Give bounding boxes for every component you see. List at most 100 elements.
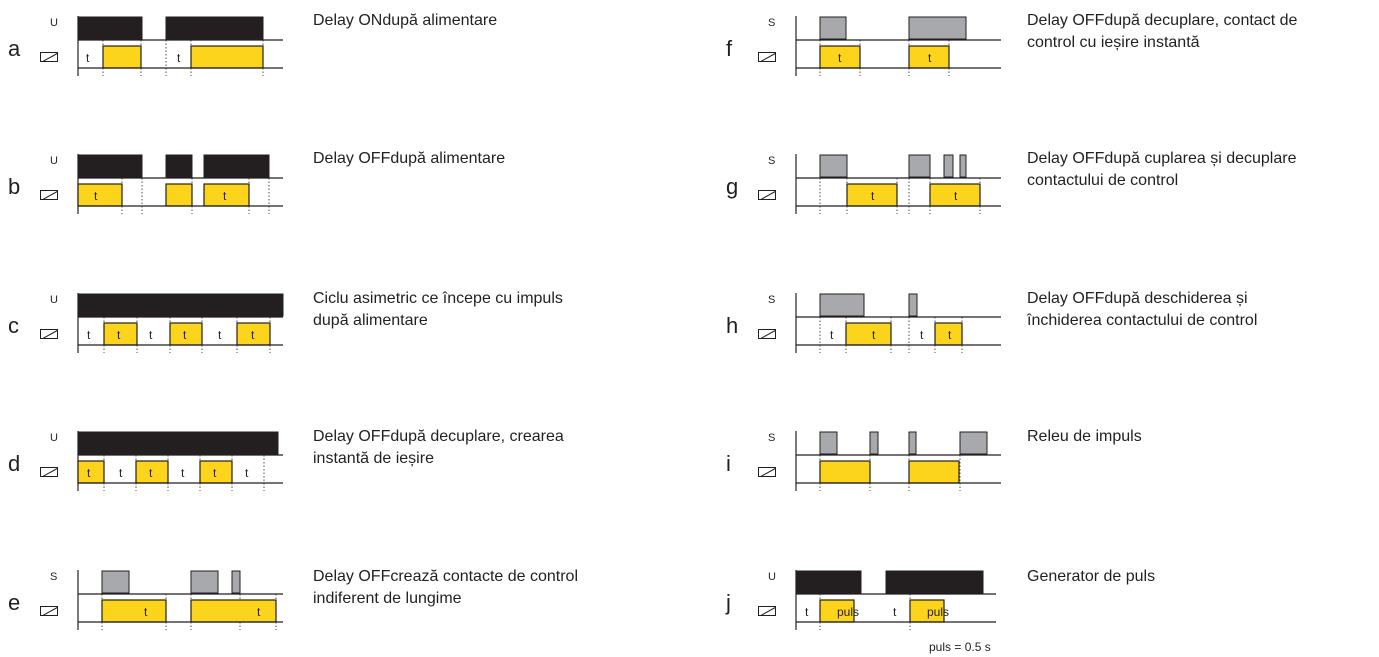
input-signal-label: S (50, 571, 58, 583)
time-label: t (893, 605, 897, 619)
output-relay-bar (819, 460, 871, 484)
time-label: t (144, 605, 148, 619)
function-description-b: Delay OFFdupă alimentare (313, 148, 505, 170)
control-contact-bar (943, 154, 954, 178)
supply-voltage-bar (77, 154, 143, 178)
time-label: t (871, 189, 875, 203)
supply-voltage-bar (795, 570, 862, 594)
input-signal-label: S (768, 294, 776, 306)
time-label: t (87, 328, 91, 342)
control-contact-bar (959, 431, 988, 455)
control-contact-bar (908, 293, 918, 317)
time-label: t (181, 466, 185, 480)
relay-coil-icon (758, 329, 776, 339)
control-contact-bar (231, 570, 241, 594)
relay-coil-icon (758, 190, 776, 200)
time-label: t (928, 51, 932, 65)
supply-voltage-bar (77, 16, 143, 40)
time-label: t (251, 328, 255, 342)
time-label: t (218, 328, 222, 342)
control-contact-bar (959, 154, 967, 178)
control-contact-bar (101, 570, 130, 594)
description-line: Delay OFFdupă decuplare, contact de (1027, 12, 1298, 29)
output-relay-bar (190, 45, 264, 69)
relay-coil-icon (40, 52, 58, 62)
description-line: contactului de control (1027, 172, 1179, 189)
time-label: t (948, 328, 952, 342)
output-relay-bar (203, 183, 250, 207)
relay-coil-icon (758, 467, 776, 477)
time-label: puls (927, 605, 949, 619)
row-letter-h: h (726, 313, 739, 338)
row-letter-a: a (8, 36, 21, 61)
description-line: Delay OFFdupă deschiderea și (1027, 290, 1248, 307)
output-relay-bar (101, 599, 167, 623)
input-signal-label: U (768, 571, 776, 583)
time-label: t (245, 466, 249, 480)
relay-coil-icon (40, 467, 58, 477)
supply-voltage-bar (885, 570, 984, 594)
supply-voltage-bar (77, 293, 284, 317)
time-label: t (805, 605, 809, 619)
relay-coil-icon (40, 606, 58, 616)
function-description-f: Delay OFFdupă decuplare, contact de contr… (1027, 10, 1297, 54)
input-signal-label: U (50, 294, 58, 306)
pulse-duration-note: puls = 0.5 s (929, 640, 991, 654)
relay-coil-icon (40, 190, 58, 200)
description-line: indiferent de lungime (313, 590, 462, 607)
time-label: t (920, 328, 924, 342)
time-label: t (838, 51, 842, 65)
description-line: Releu de impuls (1027, 428, 1142, 445)
relay-coil-icon (40, 329, 58, 339)
control-contact-bar (908, 16, 967, 40)
time-label: t (223, 189, 227, 203)
time-label: t (257, 605, 261, 619)
description-line: control cu ieșire instantă (1027, 34, 1200, 51)
supply-voltage-bar (203, 154, 270, 178)
row-letter-c: c (8, 313, 19, 338)
output-relay-bar (165, 183, 193, 207)
supply-voltage-bar (165, 154, 193, 178)
control-contact-bar (908, 154, 931, 178)
output-relay-bar (102, 45, 142, 69)
timing-diagram-i (795, 431, 1001, 491)
input-signal-label: U (50, 432, 58, 444)
time-label: t (86, 51, 90, 65)
control-contact-bar (819, 154, 848, 178)
time-label: t (117, 328, 121, 342)
description-line: după alimentare (313, 312, 428, 329)
input-signal-label: U (50, 155, 58, 167)
control-contact-bar (869, 431, 879, 455)
output-relay-bar (77, 183, 123, 207)
row-letter-d: d (8, 451, 21, 476)
supply-voltage-bar (77, 431, 279, 455)
row-letter-f: f (726, 36, 733, 61)
relay-coil-icon (758, 52, 776, 62)
time-label: t (183, 328, 187, 342)
output-relay-bar (77, 460, 105, 484)
input-signal-label: S (768, 432, 776, 444)
time-label: puls (837, 605, 859, 619)
time-label: t (149, 328, 153, 342)
control-contact-bar (190, 570, 219, 594)
function-description-a: Delay ONdupă alimentare (313, 10, 497, 32)
time-label: t (149, 466, 153, 480)
row-letter-i: i (726, 451, 731, 476)
description-line: Delay OFFdupă cuplarea și decuplare (1027, 150, 1297, 167)
time-label: t (213, 466, 217, 480)
input-signal-label: S (768, 17, 776, 29)
time-label: t (177, 51, 181, 65)
output-relay-bar (190, 599, 277, 623)
time-label: t (954, 189, 958, 203)
